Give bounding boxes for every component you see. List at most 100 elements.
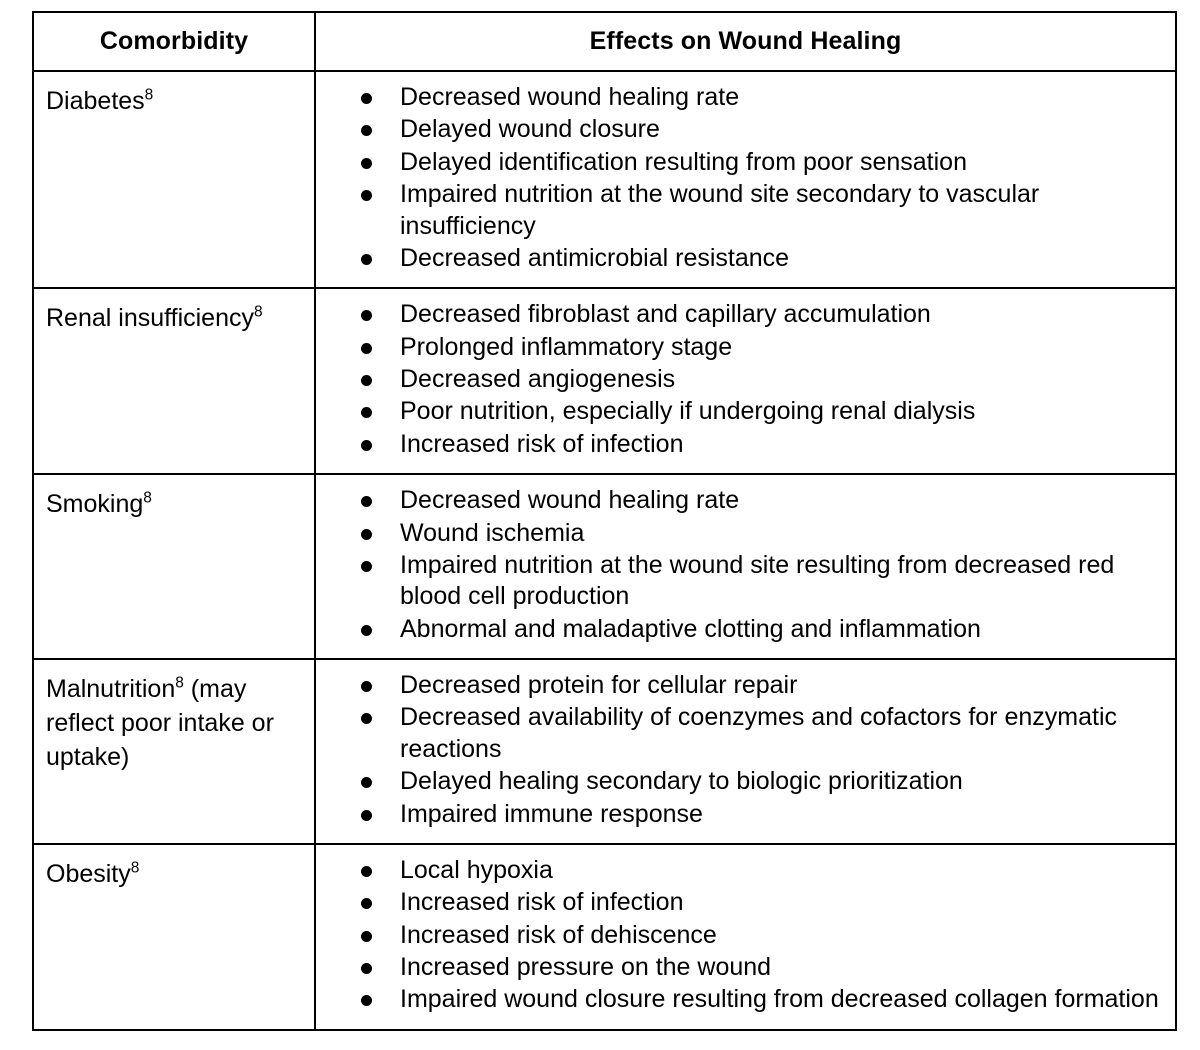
reference-superscript: 8 — [253, 303, 263, 321]
effect-list-item: Wound ischemia — [316, 518, 1163, 549]
effect-list-item: Impaired nutrition at the wound site res… — [316, 550, 1163, 613]
effect-list-item: Increased risk of infection — [316, 887, 1163, 918]
effect-list-item: Abnormal and maladaptive clotting and in… — [316, 614, 1163, 645]
effects-cell: Decreased fibroblast and capillary accum… — [314, 287, 1177, 476]
bullet-icon — [361, 963, 372, 974]
comorbidity-cell: Malnutrition8 (may reflect poor intake o… — [32, 658, 316, 845]
effect-text: Delayed healing secondary to biologic pr… — [400, 767, 963, 796]
comorbidity-label: Smoking — [46, 490, 144, 519]
bullet-icon — [361, 865, 372, 877]
bullet-icon — [361, 375, 372, 386]
effect-list-item: Delayed healing secondary to biologic pr… — [316, 766, 1163, 797]
effect-text: Decreased fibroblast and capillary accum… — [400, 300, 931, 329]
bullet-icon — [361, 995, 372, 1007]
effect-text: Wound ischemia — [400, 518, 585, 547]
table-header-row: Comorbidity Effects on Wound Healing — [32, 11, 1177, 72]
effect-list-item: Increased risk of dehiscence — [316, 920, 1163, 951]
effect-list-item: Increased pressure on the wound — [316, 952, 1163, 983]
effect-list-item: Increased risk of infection — [316, 429, 1163, 460]
effect-text: Impaired immune response — [400, 799, 703, 828]
effect-list-item: Delayed wound closure — [316, 114, 1163, 145]
bullet-icon — [361, 125, 372, 137]
bullet-icon — [361, 560, 372, 572]
effect-list-item: Delayed identification resulting from po… — [316, 147, 1163, 178]
effect-text: Decreased protein for cellular repair — [400, 671, 798, 699]
effect-text: Decreased wound healing rate — [400, 83, 740, 111]
column-header-comorbidity: Comorbidity — [32, 11, 316, 72]
effect-text: Impaired nutrition at the wound site res… — [400, 550, 1115, 611]
effect-list-item: Prolonged inflammatory stage — [316, 332, 1163, 363]
effect-text: Prolonged inflammatory stage — [400, 332, 733, 361]
effect-text: Impaired nutrition at the wound site sec… — [400, 180, 1040, 240]
table-header: Comorbidity Effects on Wound Healing — [32, 11, 1177, 72]
bullet-icon — [361, 310, 372, 322]
bullet-icon — [361, 342, 372, 354]
bullet-icon — [361, 809, 372, 821]
effect-list-item: Local hypoxia — [316, 855, 1163, 886]
bullet-icon — [361, 713, 372, 725]
table-row: Renal insufficiency8 Decreased fibroblast… — [32, 287, 1177, 476]
effect-list-item: Decreased protein for cellular repair — [316, 670, 1163, 701]
bullet-icon — [361, 681, 372, 692]
bullet-icon — [361, 777, 372, 789]
reference-superscript: 8 — [144, 86, 154, 104]
bullet-icon — [361, 624, 372, 636]
effect-text: Increased risk of infection — [400, 429, 684, 458]
effects-list: Decreased fibroblast and capillary accum… — [316, 299, 1163, 460]
effect-text: Delayed wound closure — [400, 115, 660, 144]
bullet-icon — [361, 439, 372, 451]
effect-text: Decreased wound healing rate — [400, 486, 740, 515]
effect-text: Local hypoxia — [400, 855, 553, 884]
effect-list-item: Decreased antimicrobial resistance — [316, 243, 1163, 274]
effect-text: Abnormal and maladaptive clotting and in… — [400, 614, 981, 643]
comorbidity-cell: Renal insufficiency8 — [32, 287, 316, 476]
bullet-icon — [361, 930, 372, 942]
bullet-icon — [361, 93, 372, 104]
reference-superscript: 8 — [175, 674, 184, 692]
comorbidity-label: Diabetes — [46, 87, 145, 115]
column-header-effects: Effects on Wound Healing — [314, 11, 1177, 72]
effect-list-item: Impaired immune response — [316, 799, 1163, 830]
effect-list-item: Impaired wound closure resulting from de… — [316, 984, 1163, 1015]
table-row: Malnutrition8 (may reflect poor intake o… — [32, 658, 1177, 845]
effect-text: Decreased antimicrobial resistance — [400, 243, 790, 272]
effect-list-item: Poor nutrition, especially if undergoing… — [316, 396, 1163, 427]
effect-list-item: Decreased wound healing rate — [316, 82, 1163, 113]
reference-superscript: 8 — [143, 489, 152, 507]
effect-text: Impaired wound closure resulting from de… — [400, 985, 1159, 1014]
comorbidity-qualifier: (may reflect poor intake or uptake) — [46, 675, 274, 771]
bullet-icon — [361, 190, 372, 202]
bullet-icon — [361, 157, 372, 169]
effect-list-item: Decreased angiogenesis — [316, 364, 1163, 395]
comorbidity-label: Renal insufficiency — [46, 304, 254, 333]
bullet-icon — [361, 496, 372, 508]
effect-list-item: Decreased wound healing rate — [316, 485, 1163, 516]
effect-list-item: Decreased availability of coenzymes and … — [316, 702, 1163, 765]
effect-list-item: Impaired nutrition at the wound site sec… — [316, 179, 1163, 242]
bullet-icon — [361, 898, 372, 910]
comorbidity-cell: Smoking8 — [32, 473, 316, 660]
effect-text: Increased risk of dehiscence — [400, 920, 717, 949]
comorbidity-cell: Obesity8 — [32, 842, 316, 1031]
effect-text: Decreased angiogenesis — [400, 365, 676, 393]
effect-text: Poor nutrition, especially if undergoing… — [400, 397, 976, 426]
bullet-icon — [361, 528, 372, 540]
comorbidity-label: Obesity — [46, 859, 131, 888]
bullet-icon — [361, 407, 372, 419]
comorbidity-label: Malnutrition — [46, 675, 176, 703]
comorbidity-wound-healing-table: Comorbidity Effects on Wound Healing Dia… — [32, 11, 1177, 1031]
effect-list-item: Decreased fibroblast and capillary accum… — [316, 299, 1163, 330]
comorbidity-cell: Diabetes8 — [32, 69, 316, 290]
bullet-icon — [361, 253, 372, 265]
